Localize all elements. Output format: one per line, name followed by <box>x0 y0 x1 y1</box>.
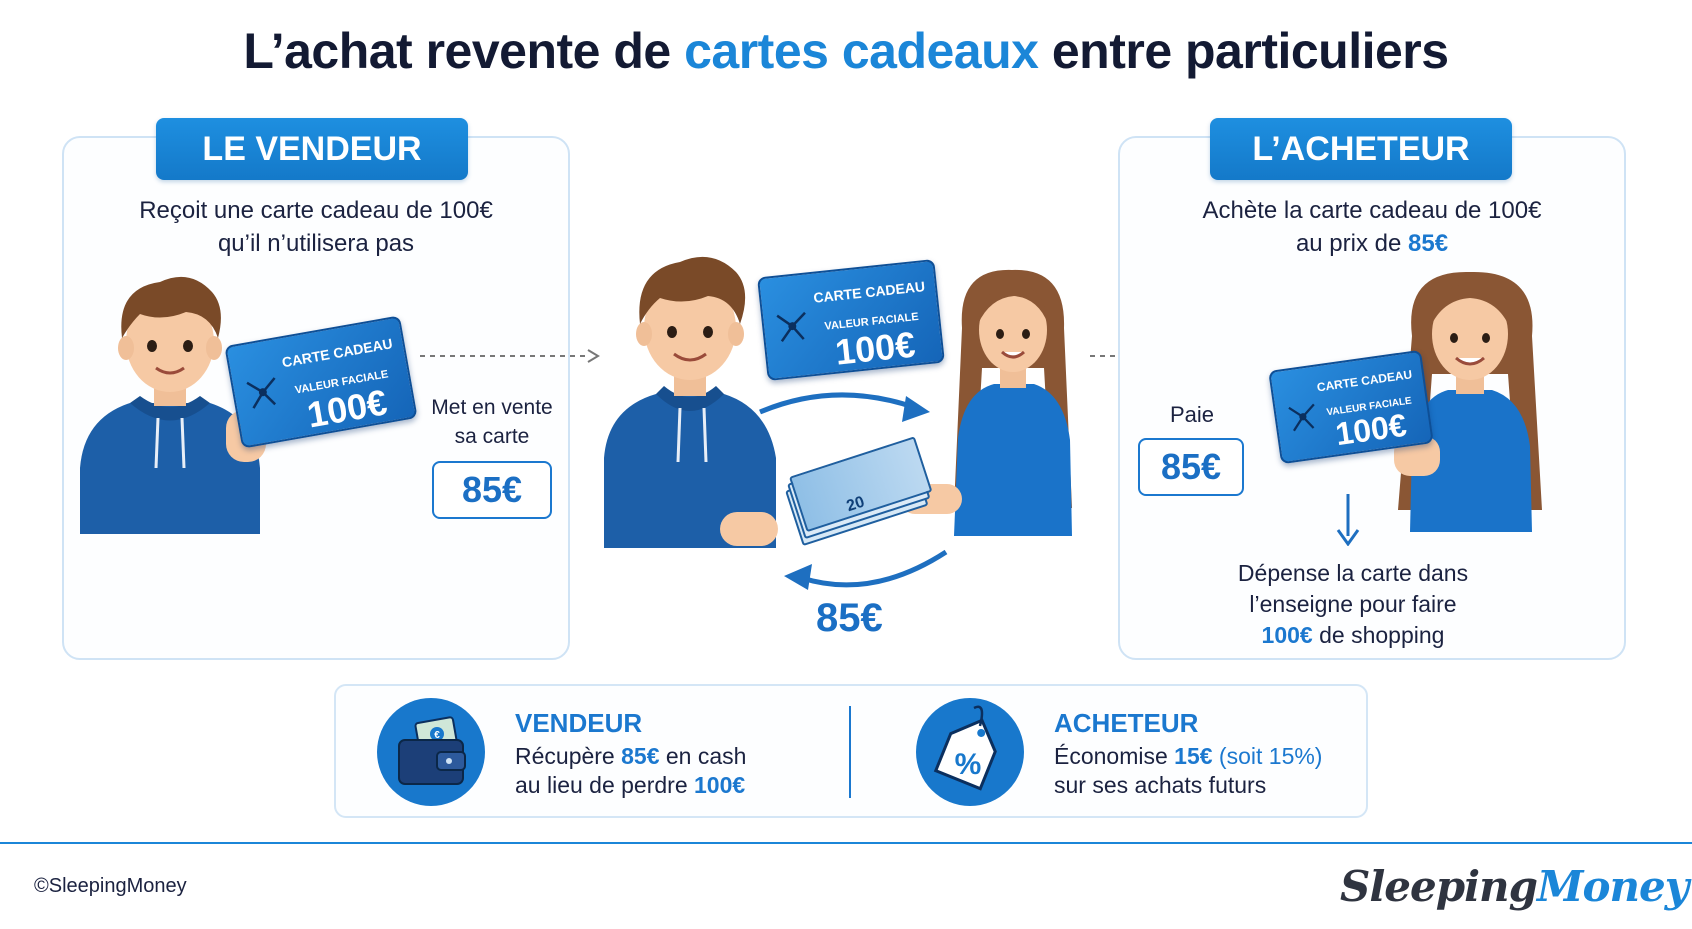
ribbon-bow-icon <box>1288 403 1315 432</box>
price-tag-icon-circle: % <box>916 698 1024 806</box>
gift-card-label: CARTE CADEAU <box>280 335 394 371</box>
summary-box <box>334 684 1368 818</box>
price-tag-icon-symbol: % <box>955 748 982 781</box>
curved-arrow-card-transfer <box>759 392 930 422</box>
summary-buyer-text: Économise 15€ (soit 15%) sur ses achats … <box>1054 743 1323 798</box>
wallet-icon: € <box>398 716 466 785</box>
wallet-icon-circle: € <box>377 698 485 806</box>
summary-buyer-title: ACHETEUR <box>1054 708 1199 738</box>
gift-card-value: 100€ <box>833 323 918 373</box>
banknote-value: 20 <box>844 493 867 516</box>
summary-seller-title: VENDEUR <box>515 708 643 738</box>
page-title: L’achat revente de cartes cadeaux entre … <box>0 22 1692 80</box>
seller-listing-text: Met en vente sa carte <box>431 396 553 448</box>
title-part2: entre particuliers <box>1038 23 1449 79</box>
copyright-text: ©SleepingMoney <box>34 875 187 897</box>
gift-card-center: CARTE CADEAU VALEUR FACIALE 100€ <box>757 258 945 382</box>
buyer-spend-text: Dépense la carte dans l’enseigne pour fa… <box>1237 560 1469 648</box>
seller-badge: LE VENDEUR <box>156 118 468 180</box>
buyer-price-box: 85€ <box>1138 438 1244 496</box>
buyer-pay-label: Paie <box>1169 402 1215 427</box>
sleepingmoney-logo: SleepingMoney <box>1340 862 1689 911</box>
summary-seller-text: Récupère 85€ en cash au lieu de perdre 1… <box>515 743 747 798</box>
buyer-person-illustration <box>1398 271 1542 532</box>
price-tag-icon: % <box>933 705 997 791</box>
title-accent: cartes cadeaux <box>684 23 1039 79</box>
curved-arrow-money-transfer <box>784 549 948 590</box>
buyer-description: Achète la carte cadeau de 100€ au prix d… <box>1202 197 1542 257</box>
center-buyer-illustration <box>954 269 1072 536</box>
gift-card-buyer: CARTE CADEAU VALEUR FACIALE 100€ <box>1268 349 1434 465</box>
title-part1: L’achat revente de <box>243 23 685 79</box>
summary-divider <box>849 706 851 798</box>
ribbon-bow-icon <box>776 311 806 343</box>
gift-card-label: CARTE CADEAU <box>1315 367 1414 395</box>
seller-description: Reçoit une carte cadeau de 100€ qu’il n’… <box>139 197 493 257</box>
footer-divider <box>0 842 1692 844</box>
center-seller-illustration <box>604 256 776 548</box>
dashed-arrow-left <box>420 349 600 363</box>
center-seller-hand <box>720 512 778 546</box>
seller-price-box: 85€ <box>432 461 552 519</box>
wallet-icon-symbol: € <box>434 730 440 741</box>
gift-card-label: CARTE CADEAU <box>812 278 926 306</box>
banknotes-stack: 20 <box>781 436 938 553</box>
buyer-badge: L’ACHETEUR <box>1210 118 1512 180</box>
gift-card-seller: CARTE CADEAU VALEUR FACIALE 100€ <box>224 315 418 449</box>
down-arrow-icon <box>1336 494 1360 546</box>
exchange-amount: 85€ <box>816 596 883 640</box>
ribbon-bow-icon <box>246 377 277 409</box>
seller-person-illustration <box>80 276 260 534</box>
